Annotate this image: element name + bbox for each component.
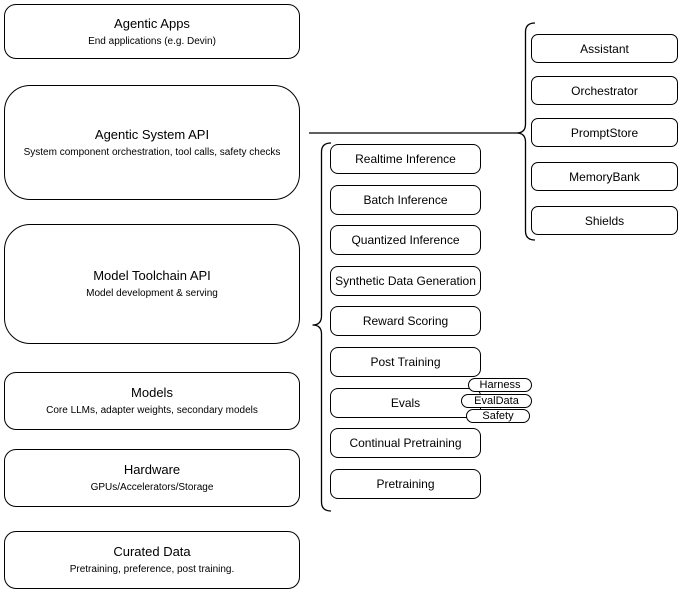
box-agentic-apps: Agentic Apps End applications (e.g. Devi… xyxy=(4,4,300,59)
box-realtime-inference-label: Realtime Inference xyxy=(355,152,456,166)
box-realtime-inference: Realtime Inference xyxy=(330,144,481,174)
pill-evaldata: EvalData xyxy=(461,394,532,408)
box-curated-data-title: Curated Data xyxy=(113,544,191,559)
box-batch-inference-label: Batch Inference xyxy=(363,193,448,207)
box-quantized-inference-label: Quantized Inference xyxy=(351,233,460,247)
box-agentic-system-api-subtitle: System component orchestration, tool cal… xyxy=(23,146,281,158)
box-synthetic-data-generation: Synthetic Data Generation xyxy=(330,266,481,296)
box-models: Models Core LLMs, adapter weights, secon… xyxy=(4,372,300,430)
box-continual-pretraining-label: Continual Pretraining xyxy=(349,436,462,450)
box-continual-pretraining: Continual Pretraining xyxy=(330,428,481,458)
box-orchestrator: Orchestrator xyxy=(531,76,678,105)
box-synthetic-data-generation-label: Synthetic Data Generation xyxy=(335,274,476,288)
box-assistant: Assistant xyxy=(531,34,678,63)
box-hardware: Hardware GPUs/Accelerators/Storage xyxy=(4,449,300,507)
box-model-toolchain-api: Model Toolchain API Model development & … xyxy=(4,224,300,344)
box-post-training: Post Training xyxy=(330,347,481,377)
box-model-toolchain-api-subtitle: Model development & serving xyxy=(86,288,218,299)
box-pretraining-label: Pretraining xyxy=(376,477,435,491)
box-promptstore-label: PromptStore xyxy=(570,125,639,140)
box-agentic-system-api-title: Agentic System API xyxy=(94,126,210,142)
box-orchestrator-label: Orchestrator xyxy=(571,83,638,98)
middle-column-brace xyxy=(312,142,332,512)
box-memorybank: MemoryBank xyxy=(531,162,678,191)
box-agentic-system-api: Agentic System API System component orch… xyxy=(4,85,300,200)
box-shields-label: Shields xyxy=(584,213,625,228)
box-shields: Shields xyxy=(531,206,678,235)
box-hardware-subtitle: GPUs/Accelerators/Storage xyxy=(90,482,214,493)
box-curated-data: Curated Data Pretraining, preference, po… xyxy=(4,531,300,589)
box-memorybank-label: MemoryBank xyxy=(569,169,640,184)
box-evals: Evals xyxy=(330,388,481,418)
box-evals-label: Evals xyxy=(390,396,421,410)
box-reward-scoring: Reward Scoring xyxy=(330,306,481,336)
box-model-toolchain-api-title: Model Toolchain API xyxy=(93,268,211,283)
pill-safety: Safety xyxy=(466,409,530,423)
box-agentic-apps-title: Agentic Apps xyxy=(114,15,190,31)
box-reward-scoring-label: Reward Scoring xyxy=(362,314,449,328)
box-models-title: Models xyxy=(131,385,173,400)
box-hardware-title: Hardware xyxy=(123,462,181,477)
box-curated-data-subtitle: Pretraining, preference, post training. xyxy=(69,564,235,575)
box-agentic-apps-subtitle: End applications (e.g. Devin) xyxy=(88,35,216,47)
box-post-training-label: Post Training xyxy=(370,355,441,369)
box-pretraining: Pretraining xyxy=(330,469,481,499)
box-promptstore: PromptStore xyxy=(531,118,678,147)
box-batch-inference: Batch Inference xyxy=(330,185,481,215)
box-quantized-inference: Quantized Inference xyxy=(330,225,481,255)
pill-harness: Harness xyxy=(468,378,532,392)
box-assistant-label: Assistant xyxy=(580,41,629,56)
box-models-subtitle: Core LLMs, adapter weights, secondary mo… xyxy=(46,405,258,416)
